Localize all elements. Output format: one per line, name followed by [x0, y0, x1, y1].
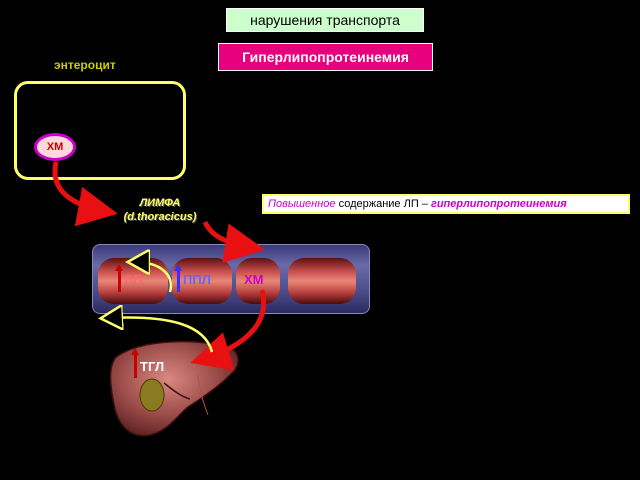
lymph-label-line1: ЛИМФА: [139, 197, 181, 209]
note-part-b: содержание ЛП –: [335, 198, 431, 210]
chylomicron-oval: ХМ: [34, 133, 76, 161]
enterocyte-box: [14, 81, 186, 180]
vessel-label-ppl: ППЛ: [183, 272, 211, 287]
vessel-cell-4: [288, 258, 356, 304]
note-part-a: Повышенное: [268, 198, 336, 210]
ppl-increase-arrow-icon: [174, 264, 182, 292]
vessel-label-hm: ХМ: [244, 272, 264, 287]
diagram-subtitle: Гиперлипопротеинемия: [218, 43, 433, 71]
tgl-increase-arrow-icon: [131, 348, 139, 378]
enterocyte-label: энтероцит: [54, 58, 116, 72]
hyperlipoproteinemia-note: Повышенное содержание ЛП – гиперлипопрот…: [262, 194, 630, 214]
liver: [108, 335, 243, 440]
liver-icon: [109, 340, 239, 437]
vessel-label-lp: ЛП: [124, 272, 143, 287]
hm-label: ХМ: [46, 141, 64, 153]
lymph-label: ЛИМФА (d.thoracicus): [112, 196, 208, 224]
lymph-label-line2: (d.thoracicus): [123, 211, 197, 223]
note-part-c: гиперлипопротеинемия: [430, 198, 567, 210]
diagram-title: нарушения транспорта: [226, 8, 424, 32]
liver-label-tgl: ТГЛ: [140, 359, 165, 374]
lp-increase-arrow-icon: [115, 264, 123, 292]
